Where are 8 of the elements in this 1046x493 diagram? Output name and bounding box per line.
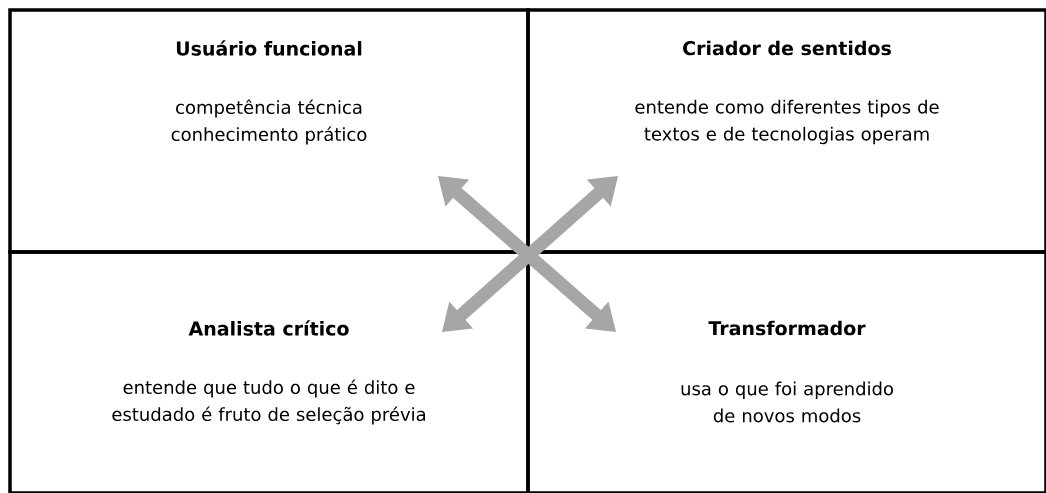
- heading: Transformador: [708, 320, 866, 336]
- description: competência técnica conhecimento prático: [171, 99, 367, 145]
- heading: Criador de sentidos: [683, 40, 891, 56]
- description: entende que tudo o que é dito e estudado é fruto de seleção prévia: [112, 379, 425, 425]
- description: entende como diferentes tipos de textos e de tecnologias operam: [635, 99, 939, 145]
- description: usa o que foi aprendido de novos modos: [681, 381, 894, 423]
- heading: Analista crítico: [188, 320, 349, 336]
- heading: Usuário funcional: [176, 40, 362, 56]
